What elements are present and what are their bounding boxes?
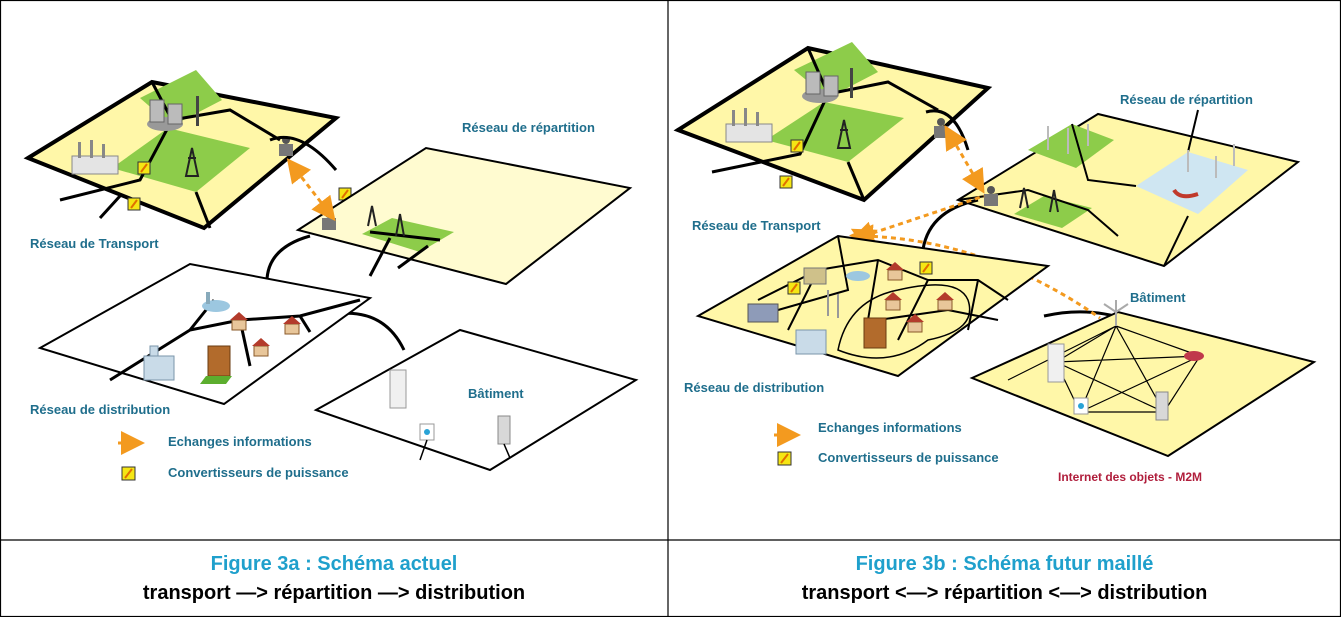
- house-icon: [886, 262, 904, 281]
- converter-icon: [787, 281, 801, 295]
- label-iot-m2m: Internet des objets - M2M: [1058, 470, 1203, 484]
- water-heater-icon: [1155, 391, 1169, 421]
- building-plate: [313, 328, 639, 472]
- legend-converters-label: Convertisseurs de puissance: [818, 450, 999, 465]
- legend-converters-label: Convertisseurs de puissance: [168, 465, 349, 480]
- figure-3a-diagram: [23, 70, 639, 481]
- legend-converter-icon: [121, 466, 136, 481]
- label-batiment: Bâtiment: [1130, 290, 1186, 305]
- substation-icon: [71, 140, 119, 175]
- repartition-plate: [955, 109, 1301, 268]
- solar-panel-icon: [747, 303, 779, 323]
- water-heater-icon: [497, 415, 511, 445]
- house-icon: [906, 314, 924, 333]
- wind-turbine-icon: [1103, 300, 1129, 326]
- water-treatment-icon: [846, 271, 870, 281]
- label-transport: Réseau de Transport: [692, 218, 821, 233]
- factory-icon: [143, 345, 175, 381]
- exchange-arrow: [944, 125, 985, 194]
- operator-icon: [984, 186, 998, 206]
- label-repartition: Réseau de répartition: [1120, 92, 1253, 107]
- pylon-icon: [367, 205, 405, 237]
- pylon-icon: [836, 119, 852, 149]
- power-plant-icon: [802, 68, 853, 103]
- figure-3a-panel: Réseau de répartition Réseau de Transpor…: [0, 0, 668, 617]
- house-icon: [884, 292, 902, 311]
- figure-3b-caption-title: Figure 3b : Schéma futur maillé: [855, 553, 1154, 575]
- converter-icon: [790, 139, 804, 153]
- figure-3a-caption-flow: transport —> répartition —> distribution: [142, 582, 526, 604]
- converter-icon: [779, 175, 793, 189]
- converter-icon: [127, 197, 141, 211]
- water-treatment-icon: [202, 292, 230, 312]
- label-transport: Réseau de Transport: [30, 236, 159, 251]
- house-icon: [936, 292, 954, 311]
- building-plate: [969, 300, 1317, 458]
- house-icon: [230, 312, 248, 331]
- transport-plate: [23, 70, 341, 231]
- legend-converter-icon: [777, 451, 792, 466]
- wind-turbine-icon: [1047, 124, 1235, 178]
- converter-icon: [137, 161, 151, 175]
- legend-exchanges-label: Echanges informations: [818, 420, 962, 435]
- pylon-icon: [1019, 187, 1059, 213]
- building-icon: [200, 345, 232, 384]
- fridge-icon: [1047, 343, 1065, 383]
- figure-3b-caption-flow: transport <—> répartition <—> distributi…: [801, 582, 1208, 604]
- converter-icon: [919, 261, 933, 275]
- building-icon: [863, 317, 887, 349]
- label-distribution: Réseau de distribution: [684, 380, 825, 395]
- label-distribution: Réseau de distribution: [30, 402, 171, 417]
- iot-device-icon: [1184, 351, 1204, 361]
- figure-3a-caption-title: Figure 3a : Schéma actuel: [210, 553, 458, 575]
- fridge-icon: [389, 369, 407, 409]
- exchange-arrow: [849, 224, 1101, 320]
- house-icon: [283, 316, 301, 335]
- substation-icon: [725, 108, 773, 143]
- wind-turbine-icon: [827, 290, 839, 318]
- exchange-arrow: [849, 194, 985, 245]
- power-plant-icon: [147, 96, 199, 131]
- exchange-arrow: [286, 158, 336, 222]
- house-icon: [252, 338, 270, 357]
- factory-icon: [795, 329, 827, 355]
- figure-3b-diagram: [673, 42, 1317, 466]
- label-repartition: Réseau de répartition: [462, 120, 595, 135]
- repartition-plate: [295, 146, 633, 286]
- figure-3b-panel: Réseau de répartition Réseau de Transpor…: [668, 0, 1341, 617]
- legend-exchanges-label: Echanges informations: [168, 434, 312, 449]
- pylon-icon: [184, 147, 200, 177]
- control-center-icon: [803, 267, 827, 285]
- label-batiment: Bâtiment: [468, 386, 524, 401]
